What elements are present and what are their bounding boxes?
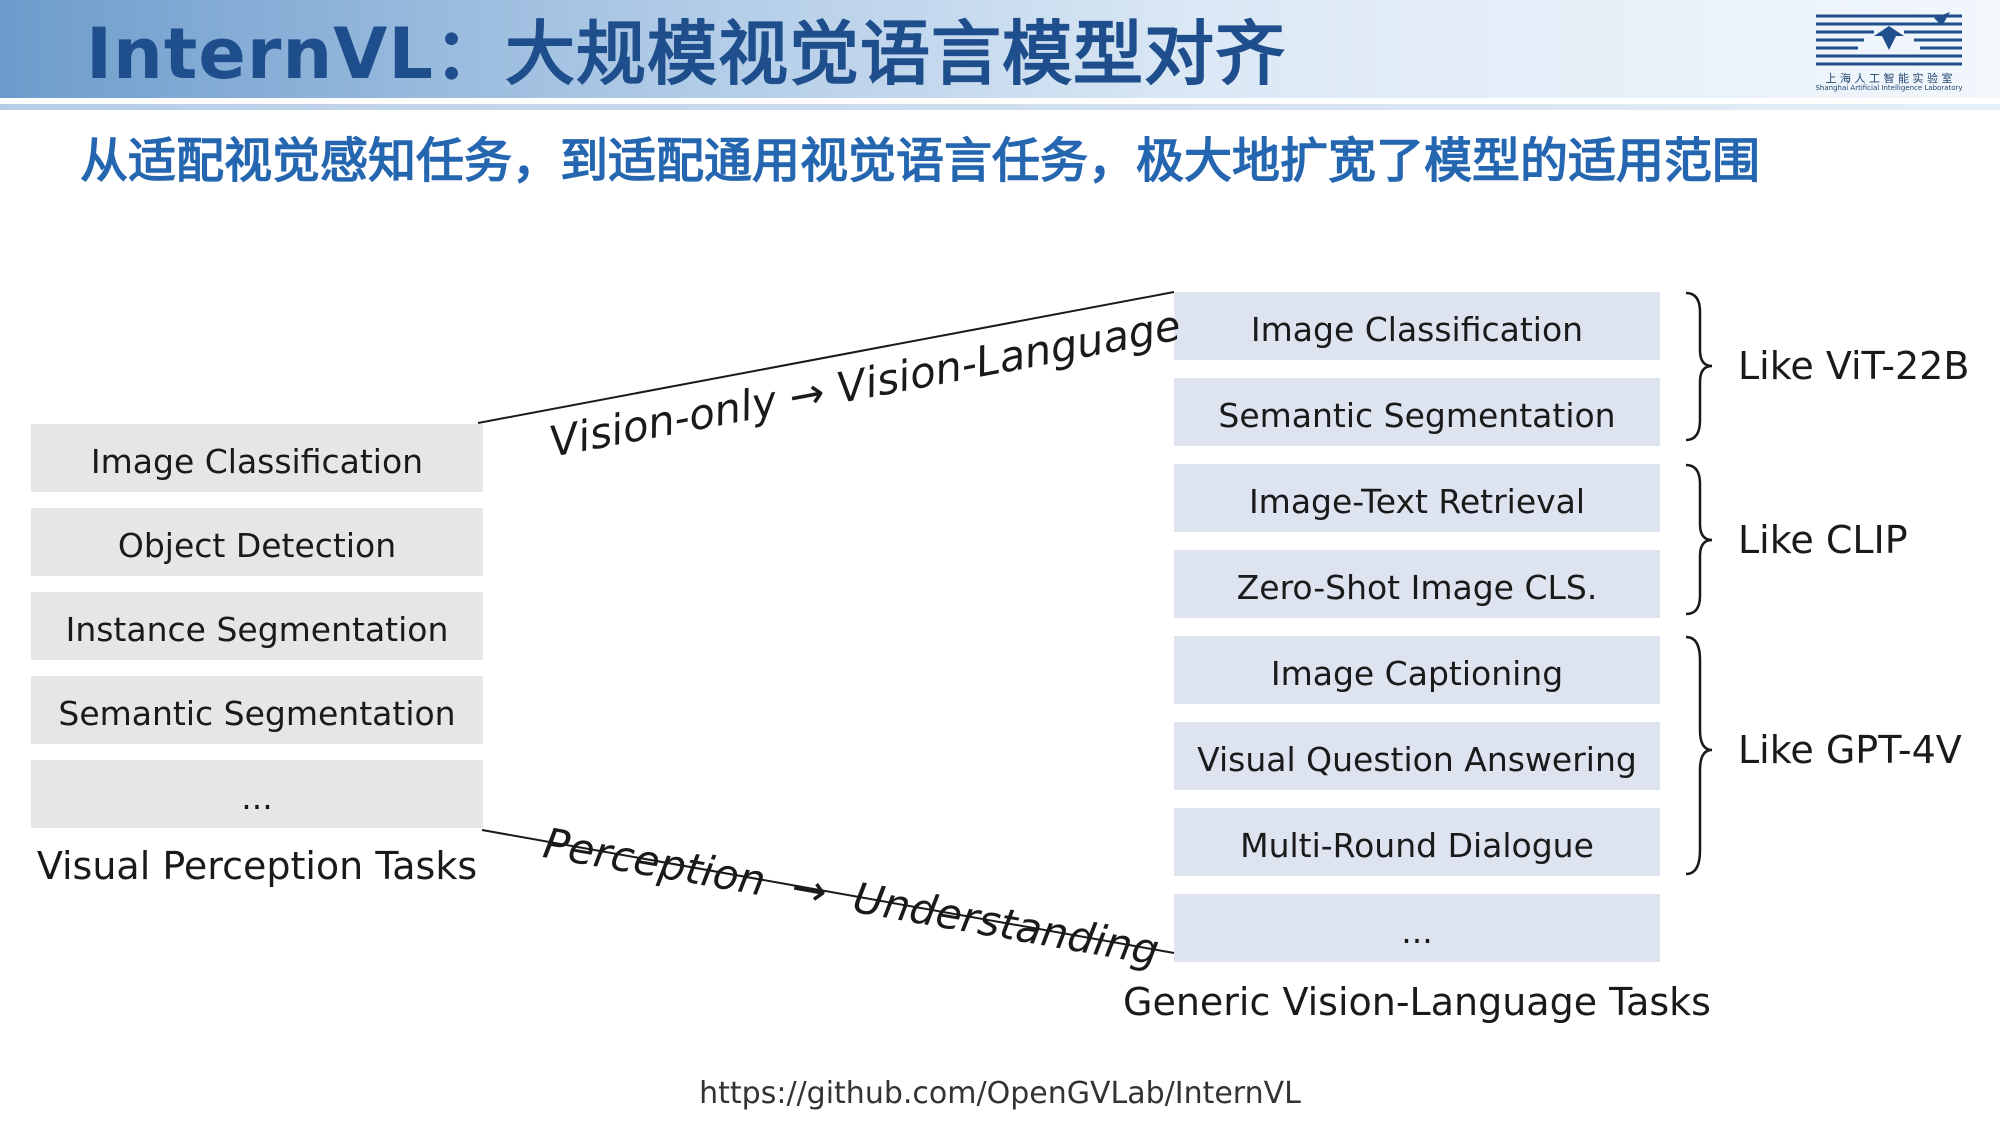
right-item-image-captioning: Image Captioning [1174, 636, 1660, 704]
right-item-multi-round-dialogue: Multi-Round Dialogue [1174, 808, 1660, 876]
page-title: InternVL：大规模视觉语言模型对齐 [86, 13, 1286, 95]
left-panel-caption: Visual Perception Tasks [36, 844, 478, 888]
right-panel-caption: Generic Vision-Language Tasks [1123, 980, 1711, 1024]
top-connector-line [477, 291, 1175, 424]
right-item-image-text-retrieval: Image-Text Retrieval [1174, 464, 1660, 532]
group-label-clip: Like CLIP [1738, 518, 1908, 562]
header-rule [0, 104, 2000, 110]
subtitle: 从适配视觉感知任务，到适配通用视觉语言任务，极大地扩宽了模型的适用范围 [80, 133, 1761, 189]
footer-url[interactable]: https://github.com/OpenGVLab/InternVL [699, 1076, 1301, 1111]
left-item-instance-segmentation: Instance Segmentation [31, 592, 483, 660]
left-item-ellipsis: ... [31, 760, 483, 828]
brace-gpt4v-icon [1685, 635, 1713, 876]
right-item-semantic-segmentation: Semantic Segmentation [1174, 378, 1660, 446]
brace-vit-icon [1685, 291, 1713, 442]
bottom-connector-line [481, 829, 1175, 954]
group-label-gpt4v: Like GPT-4V [1738, 728, 1962, 772]
logo-text: 上 海 人 工 智 能 实 验 室 [1825, 72, 1953, 85]
group-label-vit: Like ViT-22B [1738, 344, 1970, 388]
right-item-ellipsis: ... [1174, 894, 1660, 962]
right-item-vqa: Visual Question Answering [1174, 722, 1660, 790]
header-band [0, 0, 2000, 98]
right-item-image-classification: Image Classification [1174, 292, 1660, 360]
lab-logo-icon [1816, 12, 1962, 66]
brace-clip-icon [1685, 463, 1713, 616]
right-item-zero-shot-cls: Zero-Shot Image CLS. [1174, 550, 1660, 618]
left-item-semantic-segmentation: Semantic Segmentation [31, 676, 483, 744]
left-item-object-detection: Object Detection [31, 508, 483, 576]
logo-subtext: Shanghai Artificial Intelligence Laborat… [1815, 84, 1963, 92]
left-item-image-classification: Image Classification [31, 424, 483, 492]
